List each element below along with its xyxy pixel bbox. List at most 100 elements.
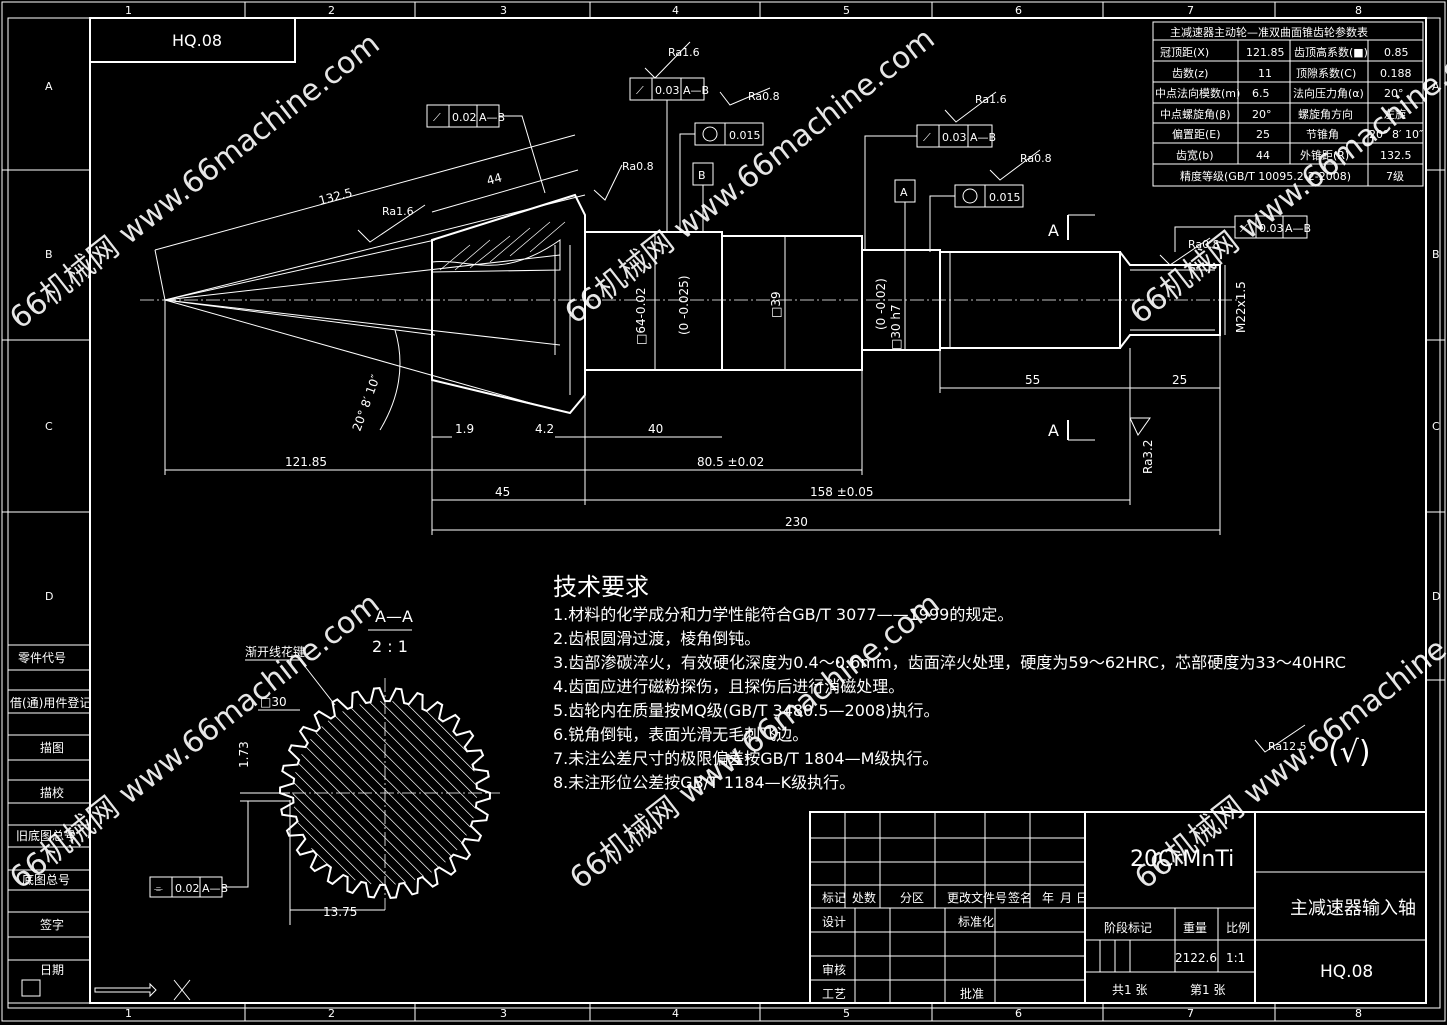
svg-text:A—B: A—B	[202, 882, 228, 895]
approve-label: 批准	[960, 986, 984, 1001]
drawing-number-box: HQ.08	[90, 18, 296, 63]
hatch-line	[311, 847, 331, 867]
dim-tol-fit1: (0 -0.025)	[677, 276, 691, 336]
rough-1: Ra1.6	[644, 41, 700, 79]
param-cell: 7级	[1386, 170, 1404, 183]
gdt-frame-3: 0.015	[679, 122, 764, 232]
stage-label: 阶段标记	[1104, 920, 1152, 935]
dim-132-5: 132.5	[317, 185, 354, 207]
side-label: 零件代号	[18, 651, 66, 665]
rough-4: Ra1.6	[357, 204, 426, 243]
col-label: 7	[1187, 4, 1194, 17]
col-label: 3	[500, 4, 507, 17]
svg-text:0.02: 0.02	[175, 882, 200, 895]
param-cell: 11	[1258, 67, 1272, 80]
svg-text:⌯: ⌯	[154, 882, 163, 895]
col-label: 1	[125, 1007, 132, 1020]
svg-text:Ra0.8: Ra0.8	[1020, 152, 1052, 165]
col-label: 6	[1015, 1007, 1022, 1020]
hatch-line	[406, 703, 475, 772]
sheet-total: 共1 张	[1112, 983, 1147, 997]
dim-m22: M22x1.5	[1234, 281, 1248, 333]
material: 20CrMnTi	[1130, 847, 1234, 872]
svg-text:⟋: ⟋	[433, 111, 441, 124]
hatch-line	[369, 702, 476, 809]
dim-1-73: 1.73	[237, 741, 251, 768]
param-cell: 中点法向模数(m)	[1155, 86, 1240, 100]
hdr-cell: 年	[1042, 891, 1054, 905]
col-label: 3	[500, 1007, 507, 1020]
hdr-cell: 分区	[900, 891, 924, 905]
param-cell: 精度等级(GB/T 10095.2-2-2008)	[1180, 169, 1351, 183]
param-cell: 法向压力角(α)	[1293, 86, 1364, 100]
row-label: B	[1432, 248, 1440, 261]
svg-text:0.03: 0.03	[655, 84, 680, 97]
dim-sq64: □64-0.02	[634, 287, 648, 345]
param-cell: 132.5	[1380, 149, 1412, 162]
tech-req-item: 8.未注形位公差按GB/T 1184—K级执行。	[553, 773, 855, 792]
param-cell: 外锥距(R)	[1300, 149, 1349, 162]
param-cell: 左旋	[1384, 107, 1406, 121]
svg-text:A: A	[900, 186, 908, 199]
hatch-line	[293, 806, 372, 885]
part-name: 主减速器输入轴	[1290, 898, 1416, 919]
row-label: B	[45, 248, 53, 261]
title-block: 20CrMnTi 主减速器输入轴 HQ.08 标记 处数 分区 更改文件号 签名…	[809, 811, 1427, 1004]
svg-text:Ra0.8: Ra0.8	[748, 90, 780, 103]
col-label: 2	[328, 1007, 335, 1020]
tech-req-item: 4.齿面应进行磁粉探伤，且探伤后进行消磁处理。	[553, 677, 904, 696]
hatch-line	[315, 732, 446, 863]
side-label: 描校	[40, 785, 64, 800]
svg-text:0.02: 0.02	[452, 111, 477, 124]
svg-text:0.03: 0.03	[942, 131, 967, 144]
hdr-cell: 月	[1060, 891, 1072, 905]
hatch-line	[301, 754, 424, 877]
param-cell: 25	[1256, 128, 1270, 141]
tech-req-item: 1.材料的化学成分和力学性能符合GB/T 3077——1999的规定。	[553, 605, 1013, 624]
tech-req-item: 6.锐角倒钝，表面光滑无毛刺飞边。	[553, 725, 808, 744]
hdr-cell: 处数	[852, 890, 876, 905]
hdr-cell: 标记	[822, 891, 846, 905]
gdt-frame-5: 0.015	[929, 184, 1024, 252]
col-label: 5	[843, 4, 850, 17]
rough-6: Ra0.8	[989, 149, 1052, 181]
dim-158: 158 ±0.05	[810, 485, 874, 499]
row-label: D	[1432, 590, 1440, 603]
rough-8: Ra12.5	[1254, 724, 1307, 753]
col-label: 1	[125, 4, 132, 17]
param-cell: 冠顶距(X)	[1160, 46, 1209, 59]
hatch-line	[350, 707, 471, 828]
roughness-symbols: Ra1.6 Ra0.8 Ra0.8 Ra1.6 Ra1.6 Ra0.8 Ra0.…	[357, 41, 1371, 770]
param-cell: 偏置距(E)	[1172, 127, 1221, 141]
sheet-number: 第1 张	[1190, 983, 1225, 997]
hatch-line	[295, 771, 407, 883]
side-label: 日期	[40, 963, 64, 977]
dim-121-85: 121.85	[285, 455, 327, 469]
tech-req-item: 7.未注公差尺寸的极限偏差按GB/T 1804—M级执行。	[553, 749, 938, 768]
side-label: 旧底图总号	[16, 828, 76, 843]
watermark: 66机械网 www.66machine.com	[3, 26, 386, 336]
tech-req-item: 3.齿部渗碳淬火，有效硬化深度为0.4～0.6mm，齿面淬火处理，硬度为59～6…	[553, 653, 1346, 672]
design-label: 设计	[822, 915, 846, 929]
dim-sq30-section: □30	[260, 695, 287, 709]
param-cell: 齿数(z)	[1172, 67, 1208, 80]
tech-req-title: 技术要求	[553, 573, 649, 601]
parameter-table: 主减速器主动轮—准双曲面锥齿轮参数表 冠顶距(X) 121.85 齿顶高系数(■…	[1152, 21, 1424, 187]
param-cell: 中点螺旋角(β)	[1160, 107, 1231, 121]
col-label: 4	[672, 4, 679, 17]
hatch-line	[292, 793, 385, 886]
dim-55: 55	[1025, 373, 1040, 387]
dim-13-75: 13.75	[323, 905, 357, 919]
svg-text:Ra1.6: Ra1.6	[975, 93, 1007, 106]
param-cell: 齿顶高系数(■)	[1294, 45, 1368, 59]
svg-text:⟋: ⟋	[636, 84, 644, 97]
title-drawing-no: HQ.08	[1320, 962, 1373, 982]
rough-2: Ra0.8	[719, 87, 780, 106]
svg-text:0.015: 0.015	[989, 191, 1021, 204]
col-label: 8	[1355, 4, 1362, 17]
svg-text:Ra1.6: Ra1.6	[382, 205, 414, 218]
side-label: 签字	[40, 917, 64, 932]
